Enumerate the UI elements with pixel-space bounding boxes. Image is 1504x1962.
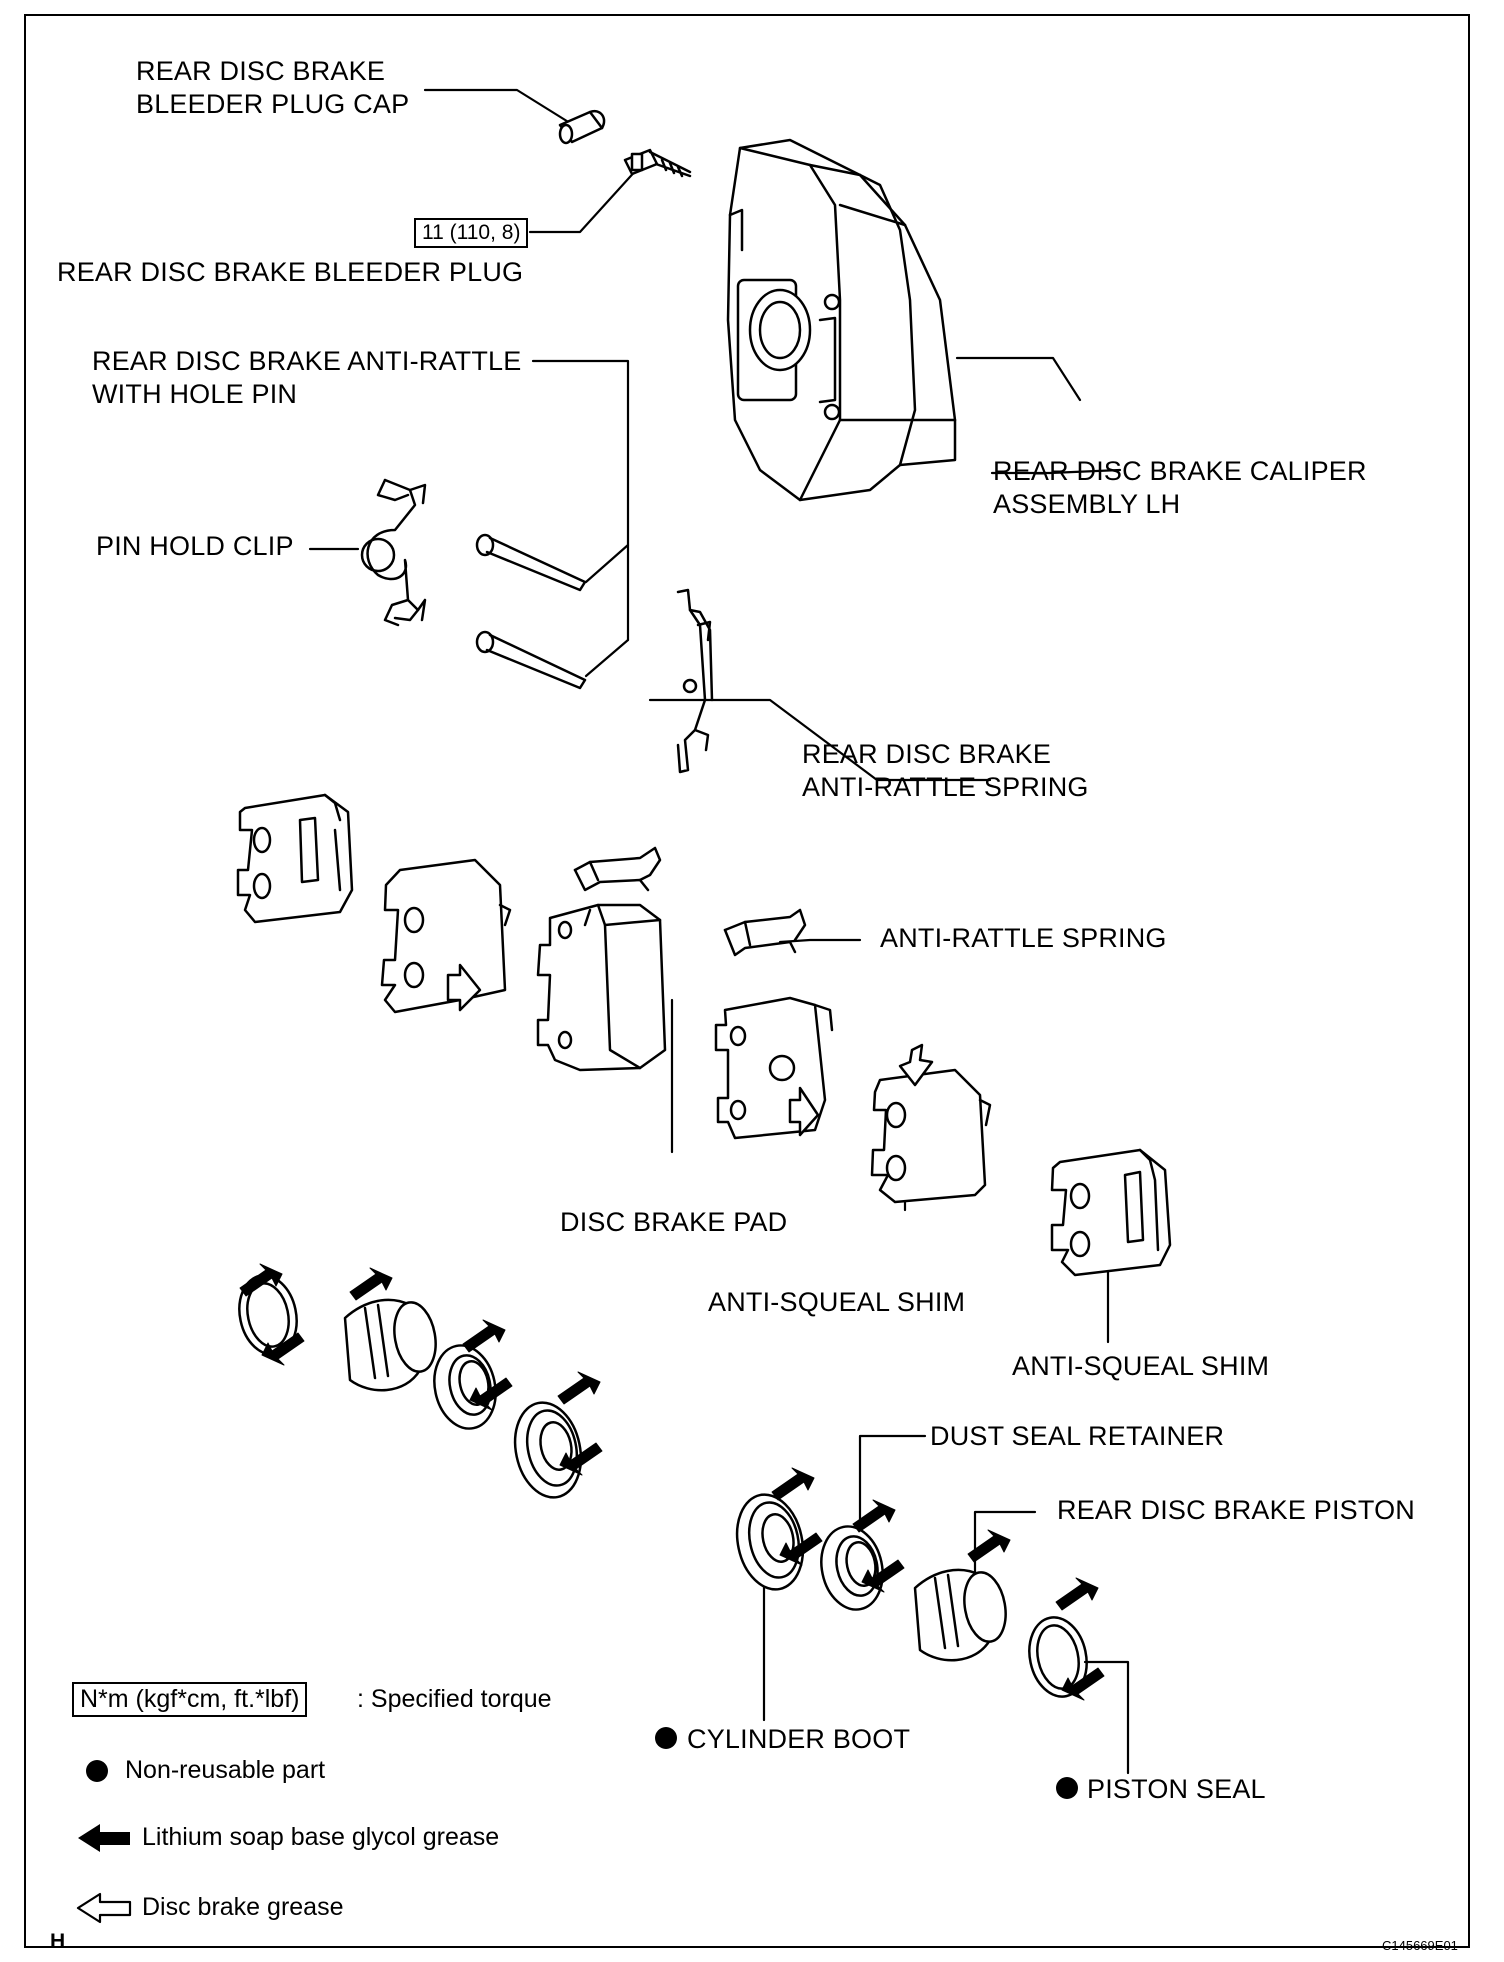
label-disc-brake-pad: DISC BRAKE PAD <box>560 1207 788 1237</box>
non-reusable-dot-icon <box>1056 1777 1078 1799</box>
anti-rattle-spring-right-drawing <box>723 908 807 957</box>
legend-lithium-grease-text: Lithium soap base glycol grease <box>142 1823 500 1851</box>
anti-squeal-shim-inner-left-drawing <box>380 858 512 1014</box>
pin-hold-clip-drawing <box>360 478 427 627</box>
label-caliper-assembly: REAR DISC BRAKE CALIPER ASSEMBLY LH <box>993 456 1367 519</box>
legend-lithium-arrow-icon <box>78 1824 130 1852</box>
cylinder-boot-left-drawing <box>513 1401 583 1499</box>
lithium-grease-arrows <box>239 1263 1105 1701</box>
anti-rattle-spring-top-drawing <box>573 846 662 892</box>
label-anti-squeal-shim-inner: ANTI-SQUEAL SHIM <box>708 1287 966 1317</box>
label-bleeder-plug: REAR DISC BRAKE BLEEDER PLUG <box>57 257 524 287</box>
caliper-drawing <box>726 138 957 502</box>
label-rear-anti-rattle-spring: REAR DISC BRAKE ANTI-RATTLE SPRING <box>802 739 1089 802</box>
non-reusable-dot-icon <box>655 1727 677 1749</box>
diagram-frame <box>24 14 1470 1948</box>
label-rear-disc-brake-piston: REAR DISC BRAKE PISTON <box>1057 1495 1415 1525</box>
label-anti-rattle-spring: ANTI-RATTLE SPRING <box>880 923 1167 953</box>
label-pin-hold-clip: PIN HOLD CLIP <box>96 531 294 561</box>
anti-squeal-shim-outer-left-drawing <box>236 793 354 924</box>
figure-code: C145669E01 <box>1382 1938 1458 1953</box>
torque-spec-box: 11 (110, 8) <box>414 218 529 248</box>
label-piston-seal: PISTON SEAL <box>1087 1774 1266 1804</box>
legend-torque-box: N*m (kgf*cm, ft.*lbf) <box>72 1682 308 1717</box>
legend-non-reusable-text: Non-reusable part <box>125 1756 326 1784</box>
legend-torque-text: : Specified torque <box>357 1685 552 1713</box>
label-anti-rattle-pin: REAR DISC BRAKE ANTI-RATTLE WITH HOLE PI… <box>92 346 522 409</box>
label-anti-squeal-shim-outer: ANTI-SQUEAL SHIM <box>1012 1351 1270 1381</box>
anti-squeal-shim-outer-right-drawing <box>1050 1148 1172 1277</box>
legend-disc-grease-arrow-icon <box>76 1892 132 1924</box>
bleeder-plug-cap-drawing <box>558 109 606 145</box>
bleeder-plug-drawing <box>623 148 692 178</box>
disc-brake-pad-right-drawing <box>714 996 834 1140</box>
anti-squeal-shim-inner-right-drawing <box>870 1043 992 1204</box>
label-dust-seal-retainer: DUST SEAL RETAINER <box>930 1421 1225 1451</box>
dust-seal-retainer-left-drawing <box>433 1344 497 1430</box>
label-cylinder-boot: CYLINDER BOOT <box>687 1724 911 1754</box>
rear-disc-brake-piston-drawing <box>913 1568 1007 1662</box>
disc-brake-pad-left-drawing <box>536 903 667 1072</box>
anti-rattle-pin-drawing <box>475 533 587 690</box>
legend-non-reusable-dot-icon <box>86 1760 108 1782</box>
legend-disc-grease-text: Disc brake grease <box>142 1893 344 1921</box>
rear-anti-rattle-spring-drawing <box>676 588 714 774</box>
corner-letter: H <box>50 1930 66 1953</box>
label-bleeder-plug-cap: REAR DISC BRAKE BLEEDER PLUG CAP <box>136 56 410 119</box>
cylinder-boot-drawing <box>735 1493 805 1591</box>
piston-left-drawing <box>343 1298 437 1392</box>
dust-seal-retainer-drawing <box>820 1525 884 1611</box>
